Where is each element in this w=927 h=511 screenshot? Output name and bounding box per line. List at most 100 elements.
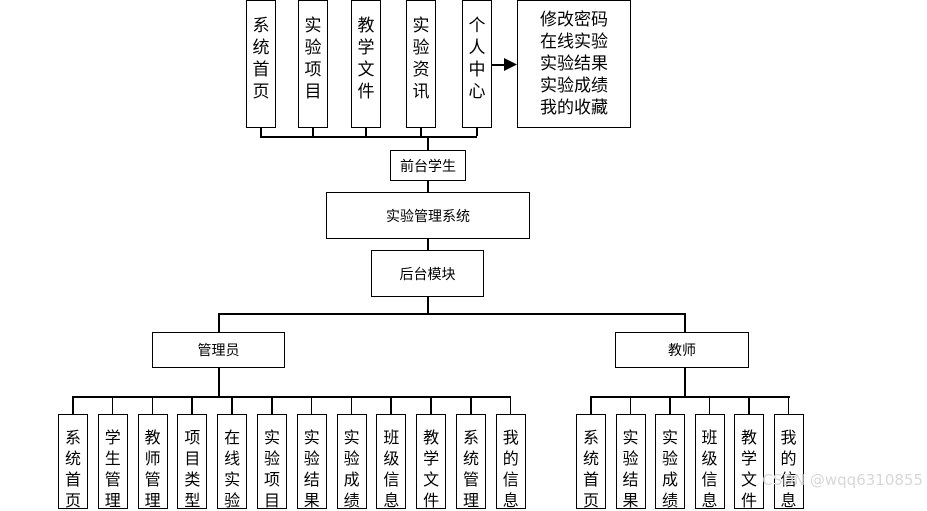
vertical-char: 页 bbox=[582, 491, 599, 510]
teacher-item-box: 系统首页 bbox=[576, 414, 606, 510]
admin-item-box: 项目类型 bbox=[177, 414, 208, 510]
connector bbox=[420, 128, 422, 136]
connector bbox=[590, 396, 592, 414]
vertical-char: 学 bbox=[423, 449, 440, 468]
personal-center-list: 修改密码在线实验实验结果实验成绩我的收藏 bbox=[517, 0, 631, 128]
vertical-char: 实 bbox=[263, 428, 280, 447]
admin-item-box: 教师管理 bbox=[137, 414, 168, 510]
connector bbox=[427, 239, 429, 250]
vertical-char: 息 bbox=[780, 491, 797, 510]
connector bbox=[111, 396, 114, 414]
vertical-char: 管 bbox=[462, 470, 479, 489]
connector bbox=[787, 396, 789, 414]
vertical-char: 系 bbox=[252, 16, 270, 36]
vertical-char: 师 bbox=[144, 449, 161, 468]
vertical-char: 项 bbox=[304, 60, 322, 80]
vertical-char: 讯 bbox=[412, 82, 430, 102]
personal-center-item: 修改密码 bbox=[540, 10, 608, 30]
connector bbox=[427, 136, 429, 150]
connector bbox=[231, 396, 233, 414]
vertical-char: 首 bbox=[252, 60, 270, 80]
connector bbox=[684, 368, 686, 397]
teacher-item-box: 实验成绩 bbox=[655, 414, 685, 510]
vertical-char: 信 bbox=[502, 470, 519, 489]
vertical-char: 统 bbox=[64, 449, 81, 468]
admin-item-box: 实验项目 bbox=[257, 414, 287, 510]
vertical-char: 个 bbox=[468, 16, 486, 36]
personal-center-item: 我的收藏 bbox=[540, 98, 608, 118]
vertical-char: 我 bbox=[502, 428, 519, 447]
backend-box: 后台模块 bbox=[371, 250, 484, 297]
vertical-char: 学 bbox=[357, 38, 375, 58]
connector bbox=[310, 396, 313, 414]
vertical-char: 类 bbox=[184, 470, 201, 489]
vertical-char: 文 bbox=[423, 470, 440, 489]
vertical-char: 果 bbox=[622, 491, 639, 510]
admin-item-box: 在线实验 bbox=[217, 414, 248, 510]
admin-label: 管理员 bbox=[197, 343, 240, 359]
vertical-char: 页 bbox=[252, 82, 270, 102]
vertical-char: 息 bbox=[383, 491, 400, 510]
teacher-item-box: 我的信息 bbox=[773, 414, 804, 510]
admin-item-box: 教学文件 bbox=[416, 414, 447, 510]
connector bbox=[312, 128, 314, 136]
watermark: CSDN @wqq6310855 bbox=[762, 471, 923, 489]
vertical-char: 的 bbox=[780, 449, 797, 468]
connector bbox=[590, 396, 790, 398]
teacher-label: 教师 bbox=[668, 343, 696, 359]
admin-item-box: 实验成绩 bbox=[336, 414, 367, 510]
top-item-news: 实验资讯 bbox=[406, 0, 436, 128]
connector bbox=[476, 128, 478, 136]
vertical-char: 型 bbox=[184, 491, 201, 510]
vertical-char: 页 bbox=[64, 491, 81, 510]
vertical-char: 件 bbox=[423, 491, 440, 510]
personal-center-item: 实验结果 bbox=[540, 54, 608, 74]
vertical-char: 信 bbox=[383, 470, 400, 489]
vertical-char: 教 bbox=[423, 428, 440, 447]
vertical-char: 级 bbox=[383, 449, 400, 468]
connector bbox=[430, 396, 432, 414]
connector bbox=[629, 396, 631, 414]
vertical-char: 线 bbox=[224, 449, 241, 468]
vertical-char: 目 bbox=[184, 449, 201, 468]
vertical-char: 系 bbox=[462, 428, 479, 447]
connector bbox=[72, 396, 511, 398]
connector bbox=[470, 396, 472, 414]
vertical-char: 中 bbox=[468, 60, 486, 80]
vertical-char: 理 bbox=[144, 491, 161, 510]
admin-item-box: 系统首页 bbox=[58, 414, 88, 510]
vertical-char: 项 bbox=[184, 428, 201, 447]
connector bbox=[708, 396, 710, 414]
vertical-char: 验 bbox=[661, 449, 678, 468]
vertical-char: 系 bbox=[582, 428, 599, 447]
connector bbox=[72, 396, 74, 414]
connector bbox=[271, 396, 273, 414]
vertical-char: 学 bbox=[740, 449, 757, 468]
connector bbox=[365, 128, 367, 136]
vertical-char: 验 bbox=[412, 38, 430, 58]
vertical-char: 实 bbox=[224, 470, 241, 489]
vertical-char: 在 bbox=[224, 428, 241, 447]
top-item-projects: 实验项目 bbox=[298, 0, 328, 128]
vertical-char: 果 bbox=[303, 491, 320, 510]
front-student-label: 前台学生 bbox=[400, 158, 456, 175]
connector bbox=[509, 396, 512, 414]
vertical-char: 统 bbox=[582, 449, 599, 468]
admin-item-box: 我的信息 bbox=[495, 414, 526, 510]
teacher-item-box: 班级信息 bbox=[694, 414, 725, 510]
vertical-char: 成 bbox=[661, 470, 678, 489]
vertical-char: 生 bbox=[104, 449, 121, 468]
vertical-char: 验 bbox=[263, 449, 280, 468]
connector bbox=[218, 368, 220, 397]
vertical-char: 教 bbox=[740, 428, 757, 447]
admin-item-box: 学生管理 bbox=[97, 414, 128, 510]
vertical-char: 文 bbox=[740, 470, 757, 489]
vertical-char: 实 bbox=[622, 428, 639, 447]
personal-center-item: 在线实验 bbox=[540, 32, 608, 52]
vertical-char: 班 bbox=[701, 428, 718, 447]
vertical-char: 息 bbox=[701, 491, 718, 510]
connector bbox=[260, 128, 262, 136]
admin-item-box: 实验结果 bbox=[296, 414, 327, 510]
vertical-char: 学 bbox=[104, 428, 121, 447]
vertical-char: 资 bbox=[412, 60, 430, 80]
